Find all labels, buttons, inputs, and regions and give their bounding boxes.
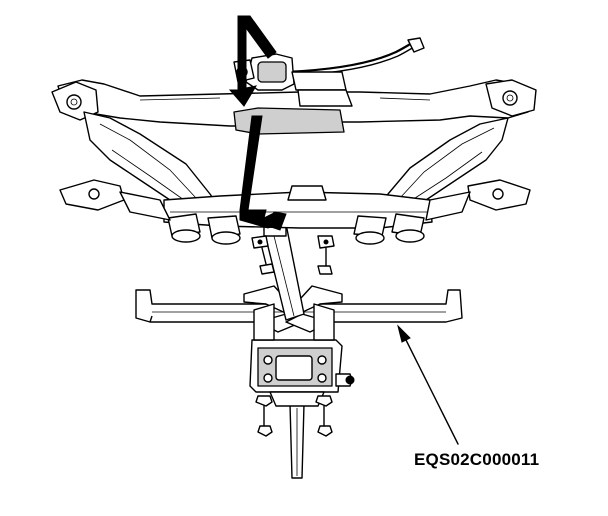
lower-bolt-right — [315, 395, 333, 437]
figure-code-label: EQS02C000011 — [414, 450, 540, 469]
jack-post — [289, 403, 305, 479]
hose — [233, 37, 425, 107]
leader-line — [397, 324, 459, 445]
direction-arrow — [228, 15, 287, 231]
jack-mount-block — [249, 339, 355, 407]
bolt-left — [251, 235, 275, 275]
subframe — [51, 79, 537, 245]
bolt-right — [317, 235, 335, 275]
lower-bolt-left — [255, 395, 273, 437]
